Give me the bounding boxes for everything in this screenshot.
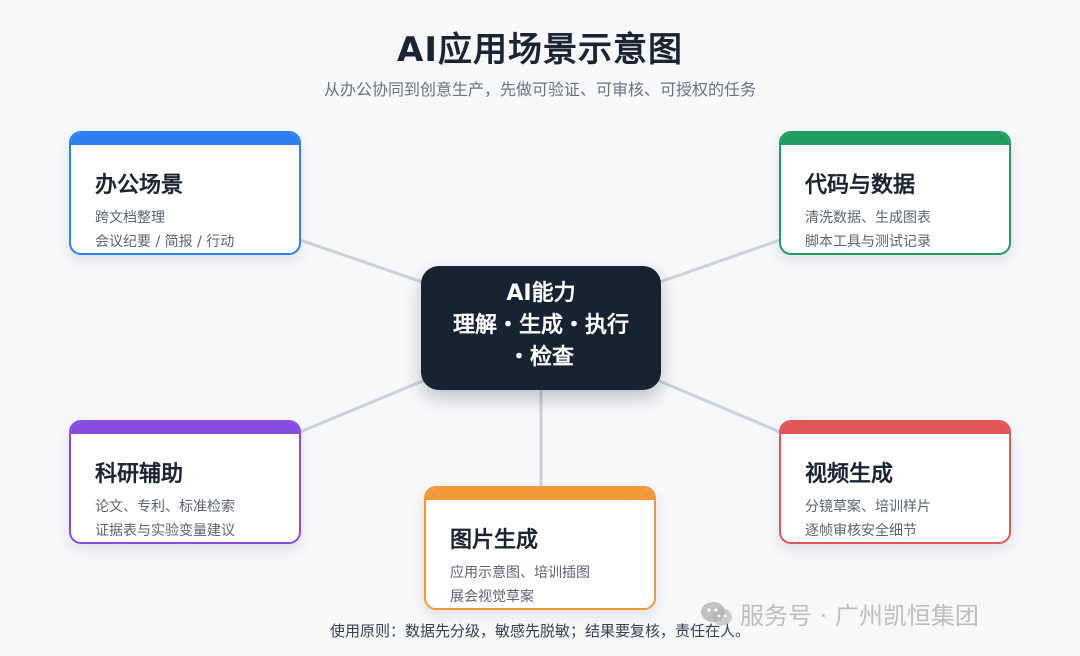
usage-principle-footer: 使用原则：数据先分级，敏感先脱敏；结果要复核，责任在人。 (329, 622, 750, 640)
center-line3: ・检查 (507, 345, 574, 370)
card-research: 科研辅助 论文、专利、标准检索 证据表与实验变量建议 (69, 420, 301, 544)
connector-video (656, 378, 781, 434)
card-video-line1: 分镜草案、培训样片 (805, 499, 931, 515)
card-video-title: 视频生成 (805, 462, 894, 487)
card-image-title: 图片生成 (450, 528, 539, 553)
card-image-accent (426, 488, 654, 500)
card-office-line2: 会议纪要 / 简报 / 行动 (95, 234, 235, 250)
page-title: AI应用场景示意图 (397, 30, 683, 70)
card-video-line2: 逐帧审核安全细节 (805, 523, 917, 539)
center-line1: AI能力 (506, 281, 576, 306)
card-image: 图片生成 应用示意图、培训插图 展会视觉草案 (424, 486, 656, 610)
card-office-line1: 跨文档整理 (95, 210, 165, 226)
card-research-line1: 论文、专利、标准检索 (95, 499, 235, 515)
card-image-line1: 应用示意图、培训插图 (450, 565, 590, 581)
card-code-title: 代码与数据 (805, 173, 916, 198)
connector-code (656, 238, 781, 285)
card-office-accent (71, 133, 299, 145)
card-research-title: 科研辅助 (95, 462, 184, 487)
card-code-data: 代码与数据 清洗数据、生成图表 脚本工具与测试记录 (779, 131, 1011, 255)
card-video-accent (781, 422, 1009, 434)
wechat-icon (700, 600, 734, 634)
center-hub: AI能力 理解・生成・执行 ・检查 (421, 266, 661, 390)
center-line2: 理解・生成・执行 (452, 313, 629, 338)
card-code-line2: 脚本工具与测试记录 (805, 234, 931, 250)
card-image-line2: 展会视觉草案 (450, 589, 534, 605)
card-video: 视频生成 分镜草案、培训样片 逐帧审核安全细节 (779, 420, 1011, 544)
watermark-text: 服务号 · 广州凯恒集团 (740, 602, 979, 630)
watermark: 服务号 · 广州凯恒集团 (700, 596, 979, 634)
card-office-title: 办公场景 (95, 173, 184, 198)
card-research-line2: 证据表与实验变量建议 (95, 523, 235, 539)
card-code-line1: 清洗数据、生成图表 (805, 210, 931, 226)
card-research-accent (71, 422, 299, 434)
page-subtitle: 从办公协同到创意生产，先做可验证、可审核、可授权的任务 (323, 80, 756, 99)
connector-research (299, 378, 426, 434)
card-code-accent (781, 133, 1009, 145)
connector-office (299, 238, 426, 285)
card-office: 办公场景 跨文档整理 会议纪要 / 简报 / 行动 (69, 131, 301, 255)
